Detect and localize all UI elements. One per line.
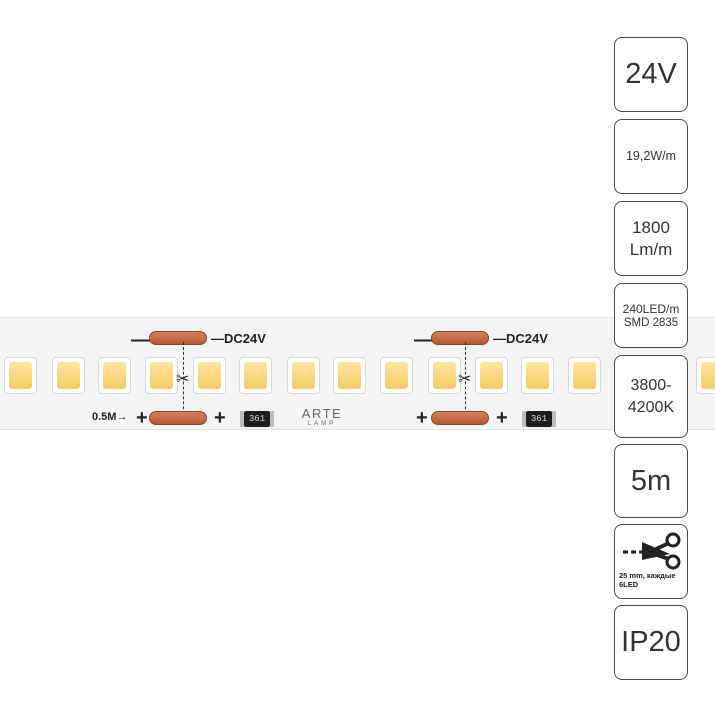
led-chip <box>52 357 85 394</box>
led-chip <box>145 357 178 394</box>
led-chip <box>333 357 366 394</box>
luminous-flux-unit: Lm/m <box>629 239 673 259</box>
length-value: 5m <box>630 464 672 497</box>
led-chip <box>239 357 272 394</box>
cut-mark-icon <box>623 532 681 570</box>
led-chip <box>193 357 226 394</box>
plus-sign: + <box>416 407 428 429</box>
ip-rating-badge: IP20 <box>614 605 688 680</box>
led-chip <box>4 357 37 394</box>
minus-sign: — <box>131 329 151 351</box>
cut-interval-line1: 25 mm, каждые <box>619 571 676 580</box>
led-chip <box>696 357 715 394</box>
ip-rating-value: IP20 <box>621 626 681 658</box>
led-strip: — —DC24V ✂ 0.5M→ + + 361 ARTE LAMP — —DC… <box>0 317 715 430</box>
copper-solder-pad <box>149 331 207 345</box>
cut-interval-badge: 25 mm, каждые 6LED <box>614 524 688 599</box>
luminous-flux-badge: 1800 Lm/m <box>614 201 688 276</box>
copper-solder-pad <box>431 331 489 345</box>
led-chip <box>428 357 461 394</box>
length-badge: 5m <box>614 444 688 518</box>
power-value: 19,2W/m <box>625 149 676 163</box>
minus-sign: — <box>414 329 434 351</box>
led-chip <box>98 357 131 394</box>
scissors-icon: ✂ <box>458 371 472 388</box>
resistor: 361 <box>240 411 274 427</box>
led-density-badge: 240LED/m SMD 2835 <box>614 283 688 348</box>
cut-interval-text: 25 mm, каждые 6LED <box>615 571 687 589</box>
voltage-label: —DC24V <box>211 331 266 346</box>
plus-sign: + <box>496 407 508 429</box>
color-temperature-badge: 3800- 4200K <box>614 355 688 438</box>
cut-line <box>465 342 466 424</box>
led-count-value: 240LED/m <box>622 301 680 316</box>
luminous-flux-value: 1800 <box>632 217 670 237</box>
copper-solder-pad <box>431 411 489 425</box>
strip-bottom-edge <box>0 429 715 430</box>
voltage-badge: 24V <box>614 37 688 112</box>
strip-top-edge <box>0 317 715 318</box>
arte-lamp-logo: ARTE LAMP <box>301 406 343 427</box>
led-type-value: SMD 2835 <box>623 316 679 329</box>
plus-sign: + <box>136 407 148 429</box>
color-temp-line1: 3800- <box>630 376 672 394</box>
voltage-value: 24V <box>625 58 677 90</box>
voltage-label: —DC24V <box>493 331 548 346</box>
led-chip <box>380 357 413 394</box>
led-chip <box>287 357 320 394</box>
resistor: 361 <box>522 411 556 427</box>
color-temp-line2: 4200K <box>627 398 675 416</box>
copper-solder-pad <box>149 411 207 425</box>
cut-line <box>183 342 184 424</box>
led-chip <box>475 357 508 394</box>
power-badge: 19,2W/m <box>614 119 688 194</box>
led-chip <box>521 357 554 394</box>
plus-sign: + <box>214 407 226 429</box>
led-chip <box>568 357 601 394</box>
scissors-icon: ✂ <box>176 371 190 388</box>
cut-interval-line2: 6LED <box>619 580 639 589</box>
length-marker: 0.5M→ <box>92 411 128 423</box>
